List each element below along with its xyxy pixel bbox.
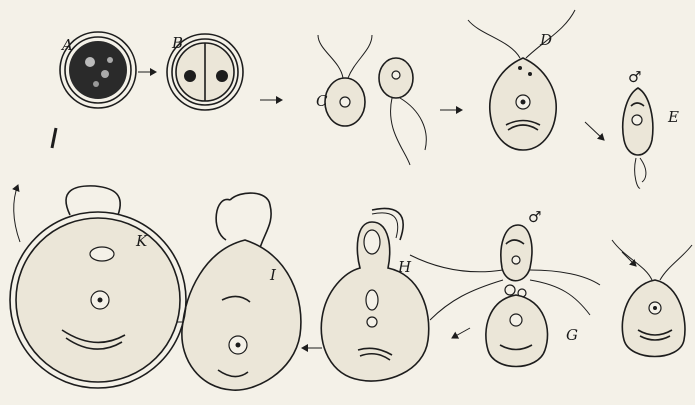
stray-mark: [52, 128, 56, 148]
female-gamete-cell: [612, 240, 692, 357]
stage-e-male-gamete: [623, 88, 653, 188]
arrow-g-h: [452, 328, 470, 338]
arrow-d-e: [585, 122, 604, 140]
stage-c-zoospores: [318, 35, 426, 165]
label-a: A: [60, 36, 73, 54]
label-h: H: [397, 258, 412, 276]
label-g: G: [566, 326, 578, 344]
label-i: I: [269, 266, 277, 284]
stage-g-fusion: [410, 225, 600, 367]
stage-h-cell: [321, 209, 428, 382]
male-symbol-e: ♂: [628, 68, 641, 86]
label-e: E: [667, 108, 679, 126]
label-b: B: [171, 34, 183, 52]
arrow-e-female: [622, 252, 636, 266]
label-d: D: [539, 31, 552, 49]
stage-i-cell: [182, 193, 301, 390]
label-k: K: [135, 232, 148, 250]
male-symbol-g: ♂: [528, 208, 541, 226]
stage-k-cell: [10, 186, 186, 388]
arrow-k-a: [14, 185, 20, 242]
stage-d-biflagellate-cell: [468, 10, 575, 150]
label-c: C: [316, 92, 328, 110]
